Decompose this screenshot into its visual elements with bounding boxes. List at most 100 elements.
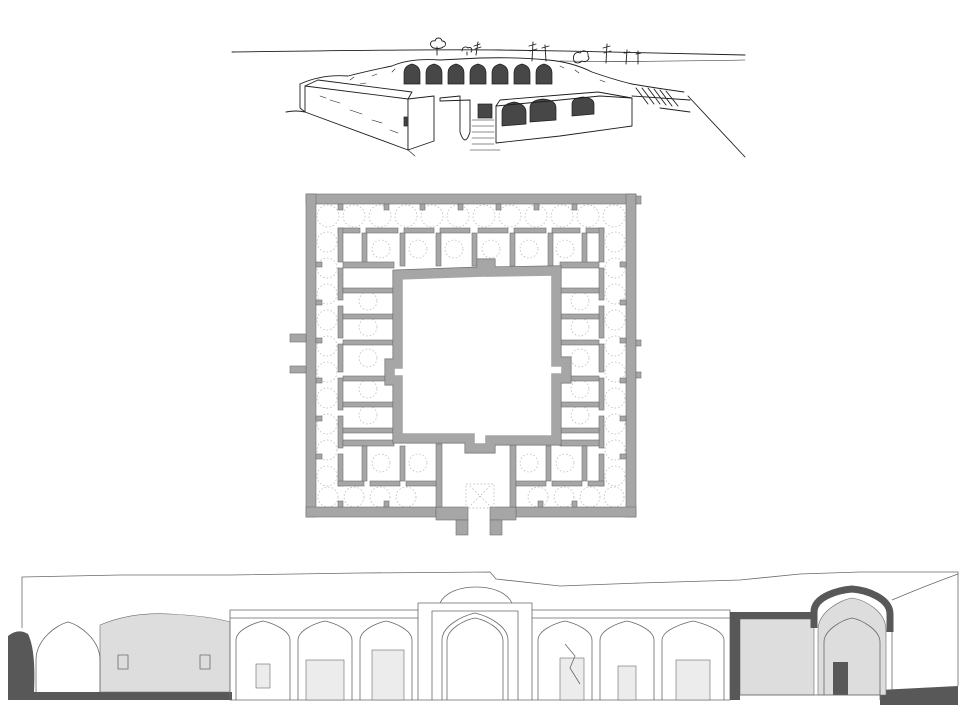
plan-wall <box>337 227 344 263</box>
vault-outline <box>570 317 590 337</box>
vault-outline <box>570 379 590 399</box>
vault-outline <box>550 204 574 228</box>
plan-wall <box>342 261 395 269</box>
wall-slit-window <box>403 116 408 127</box>
plan-wall <box>533 203 540 211</box>
plan-wall <box>342 401 395 408</box>
vault-outline <box>420 204 444 228</box>
cut-dome <box>810 585 894 632</box>
plan-wall <box>315 299 323 306</box>
roof-rubble-outline <box>21 571 959 686</box>
plan-wall <box>342 287 395 294</box>
plan-wall <box>619 453 627 460</box>
plan-wall <box>545 445 552 482</box>
arcade-arch <box>599 620 655 700</box>
ruined-bay-fill <box>99 613 231 693</box>
plan-wall <box>598 267 605 301</box>
plan-wall <box>489 519 503 536</box>
arcade-arch <box>537 620 593 700</box>
vault-outline <box>604 465 626 487</box>
right-wall-top-edge <box>495 91 633 107</box>
vault-outline <box>371 239 391 259</box>
vault-outline <box>394 204 418 228</box>
vault-outline <box>316 257 338 279</box>
plan-wall <box>509 232 516 267</box>
corner-return-wall <box>407 95 435 151</box>
plan-wall <box>625 193 637 518</box>
vault-outline <box>358 291 378 311</box>
vault-outline <box>481 239 501 259</box>
vault-outline <box>316 439 338 461</box>
plan-wall <box>315 377 323 384</box>
plan-wall <box>619 377 627 384</box>
vault-outline <box>604 387 626 409</box>
plan-wall <box>559 287 600 294</box>
vault-outline <box>358 379 378 399</box>
plan-wall <box>315 261 323 268</box>
plan-wall <box>509 443 517 508</box>
plan-wall <box>289 365 307 374</box>
vault-outline <box>316 283 338 305</box>
plan-wall <box>435 443 443 508</box>
plan-wall <box>515 506 637 518</box>
vault-outline <box>604 439 626 461</box>
plan-wall <box>551 480 583 487</box>
plan-wall <box>489 506 517 521</box>
vault-outline <box>519 239 539 259</box>
plan-wall <box>571 500 578 508</box>
domed-room-door <box>833 662 848 695</box>
entrance-tower <box>439 95 471 141</box>
vault-outline <box>342 204 366 228</box>
shrub <box>573 50 590 64</box>
end-room-edges <box>740 573 959 700</box>
plan-wall <box>598 343 605 373</box>
plan-wall <box>419 203 426 211</box>
vault-outline <box>604 309 626 331</box>
entrance-steps <box>471 119 495 145</box>
plan-wall <box>559 427 600 434</box>
plan-wall <box>315 337 323 344</box>
plan-wall <box>342 439 395 447</box>
vault-outline <box>555 453 575 473</box>
rear-arch <box>469 63 487 85</box>
plan-wall <box>399 232 406 267</box>
arcade-arch <box>297 620 353 700</box>
plan-wall <box>515 480 547 487</box>
plan-wall <box>581 445 588 482</box>
tree <box>528 41 538 62</box>
ground-slope-line <box>659 95 746 158</box>
rear-room-opening <box>617 665 637 701</box>
plan-wall <box>337 305 344 339</box>
arcade-arch <box>359 620 413 700</box>
ruin-window <box>199 654 211 670</box>
vault-outline <box>576 204 600 228</box>
plan-wall <box>342 313 395 320</box>
vestibule-vault-outline <box>465 483 495 509</box>
plan-vault-lines <box>316 204 626 508</box>
plan-wall <box>635 195 642 205</box>
right-ground-plinth <box>880 686 958 705</box>
plan-wall <box>619 261 627 268</box>
central-portal <box>417 586 533 700</box>
plan-wall <box>365 227 399 234</box>
plan-wall <box>587 480 605 487</box>
plan-wall <box>495 203 502 211</box>
plan-walls <box>289 193 642 536</box>
rear-arcade-arches <box>403 63 553 85</box>
plan-wall <box>598 227 605 263</box>
plan-wall <box>369 480 401 487</box>
plan-wall <box>305 506 437 518</box>
plan-wall <box>435 506 469 521</box>
plan-wall <box>399 445 406 482</box>
horizon-line <box>231 49 746 56</box>
vault-outline <box>579 486 601 508</box>
wall-arch-opening <box>571 96 595 117</box>
left-wall-end <box>285 83 306 113</box>
vault-outline <box>316 335 338 357</box>
front-left-wall <box>304 85 409 151</box>
vault-outline <box>604 413 626 435</box>
plan-wall <box>477 227 509 234</box>
vault-outline <box>603 486 625 508</box>
vault-outline <box>317 486 339 508</box>
wall-crack <box>564 643 581 685</box>
